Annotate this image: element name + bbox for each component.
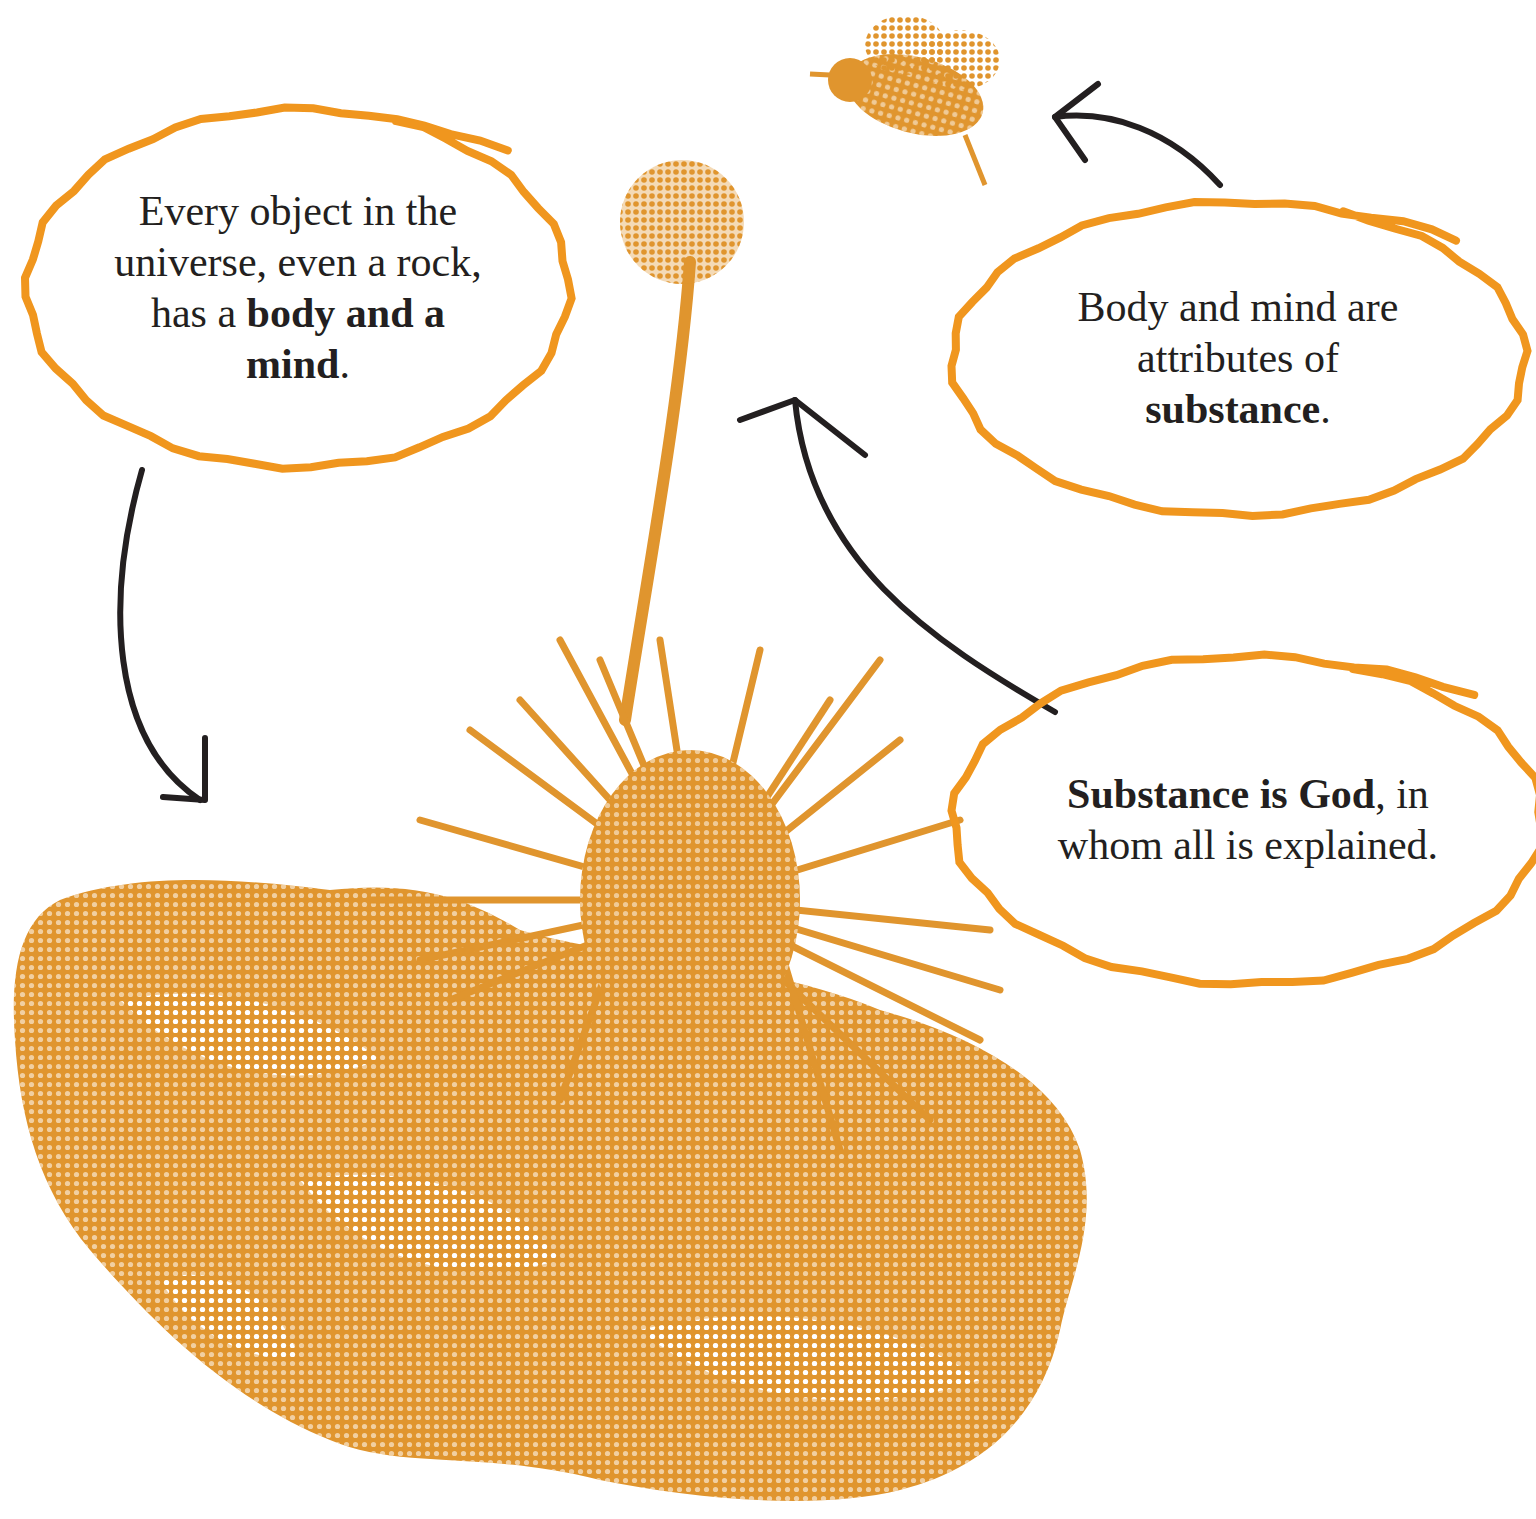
bubble-text-group: Every object in the universe, even a roc…	[100, 186, 495, 390]
rock-drawing	[14, 880, 1087, 1501]
bee-drawing	[810, 15, 1000, 185]
leader-arrow	[120, 470, 205, 800]
bubble-text-group: Substance is God, in whom all is explain…	[1033, 769, 1463, 871]
oval-stroke	[25, 108, 572, 469]
bubble-text: Body and mind are attributes of substanc…	[1058, 282, 1418, 435]
bubble-text: Substance is God, in whom all is explain…	[1033, 769, 1463, 871]
oval-outline	[21, 103, 575, 473]
bubble-text: Every object in the universe, even a roc…	[100, 186, 495, 390]
bubble-text-group: Body and mind are attributes of substanc…	[1058, 282, 1418, 435]
oval-stroke	[951, 202, 1527, 516]
oval-bubble: Body and mind are attributes of substanc…	[946, 196, 1531, 521]
oval-outline	[947, 650, 1536, 990]
oval-bubble: Every object in the universe, even a roc…	[21, 103, 575, 473]
oval-stroke	[952, 655, 1536, 985]
leader-arrow	[1055, 84, 1220, 185]
dandelion-drawing	[370, 160, 1000, 1150]
oval-bubble: Substance is God, in whom all is explain…	[947, 650, 1536, 990]
